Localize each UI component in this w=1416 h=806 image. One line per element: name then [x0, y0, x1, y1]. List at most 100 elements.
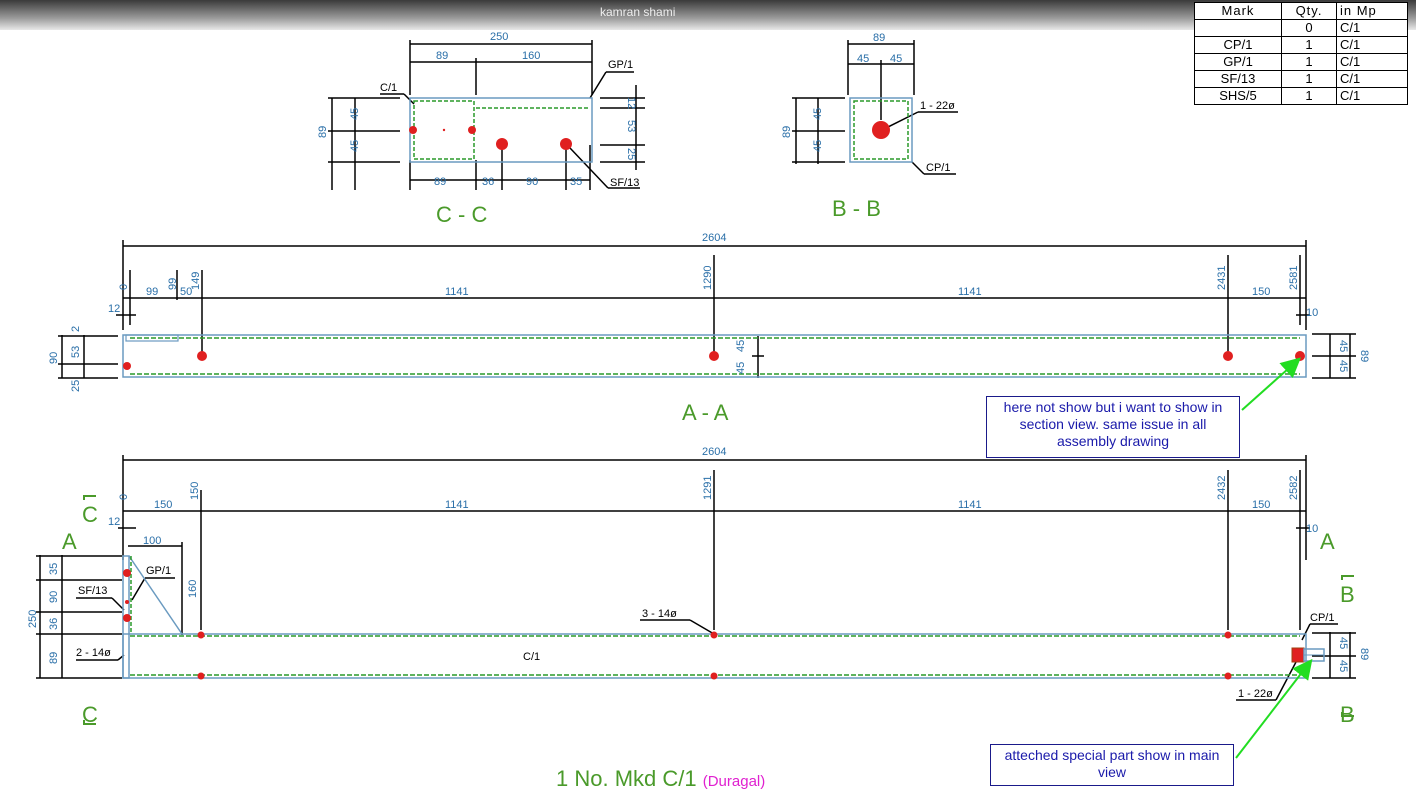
bolt-mark [872, 121, 890, 139]
section-cc [328, 40, 645, 190]
dim-text: 45 [1337, 360, 1349, 372]
dim-text: 90 [48, 591, 60, 603]
dim-text: 53 [625, 120, 637, 132]
dim-text: 150 [189, 482, 201, 500]
part-label: 1 - 22ø [920, 100, 955, 112]
part-label: CP/1 [926, 162, 950, 174]
dim-text: 99 [167, 278, 179, 290]
dim-text: 250 [490, 31, 508, 43]
dim-text: 45 [349, 108, 361, 120]
dim-text: 89 [48, 652, 60, 664]
dim-text: 99 [146, 286, 158, 298]
dim-text: 149 [190, 272, 202, 290]
note-main-view: atteched special part show in main view [990, 744, 1234, 786]
dim-text: 1290 [702, 266, 714, 290]
dim-text: 2432 [1216, 476, 1228, 500]
dim-text: 12 [108, 516, 120, 528]
dim-text: 12 [108, 303, 120, 315]
section-bb [792, 40, 958, 175]
dim-text: 45 [812, 108, 824, 120]
bom-cell: 1 [1281, 87, 1337, 105]
drawing-title: 1 No. Mkd C/1 (Duragal) [556, 766, 765, 792]
section-mark-c-top: C [82, 502, 98, 527]
dim-text: 90 [526, 176, 538, 188]
part-label: 1 - 22ø [1238, 688, 1273, 700]
part-label: GP/1 [146, 565, 171, 577]
section-markers [83, 495, 1354, 725]
dim-text: 12 [625, 97, 637, 109]
section-aa-geometry [122, 334, 1307, 378]
bom-col-mp: in Mp [1336, 2, 1408, 20]
note1-arrow [1241, 357, 1301, 411]
part-label: SF/13 [78, 585, 107, 597]
section-title: A - A [682, 400, 729, 425]
dim-text: 2581 [1288, 266, 1300, 290]
dim-text: 53 [70, 346, 82, 358]
title-bar: kamran shami [0, 0, 1416, 30]
dim-text: 90 [48, 352, 60, 364]
part-label: 2 - 14ø [76, 647, 111, 659]
dim-text: 160 [187, 580, 199, 598]
bom-cell: C/1 [1336, 87, 1408, 105]
dim-text: 2604 [702, 446, 726, 458]
dim-text: 10 [1306, 523, 1318, 535]
part-label: C/1 [523, 651, 540, 663]
bom-header-row: Mark Qty. in Mp [1194, 2, 1408, 20]
dim-text: 25 [70, 380, 82, 392]
section-cc-geometry [409, 97, 593, 163]
dim-text: 100 [143, 535, 161, 547]
dim-text: 1141 [445, 499, 469, 511]
dim-text: 0 [118, 284, 130, 290]
section-mark-a-right: A [1320, 529, 1335, 554]
note-section-view-text: here not show but i want to show in sect… [1003, 399, 1223, 449]
dim-text: 45 [857, 53, 869, 65]
dim-text: 1291 [702, 476, 714, 500]
dim-text: 35 [48, 563, 60, 575]
bom-cell: C/1 [1336, 36, 1408, 54]
dim-text: 0 [118, 494, 130, 500]
bom-cell: SHS/5 [1194, 87, 1282, 105]
dim-text: 2604 [702, 232, 726, 244]
dim-text: 160 [522, 50, 540, 62]
dim-text: 150 [154, 499, 172, 511]
dim-text: 89 [1358, 648, 1370, 660]
dim-text: 10 [1306, 307, 1318, 319]
section-aa-dims [58, 240, 1356, 379]
part-label: GP/1 [608, 59, 633, 71]
dim-text: 45 [735, 362, 747, 374]
dim-text: 89 [317, 126, 329, 138]
note2-arrow [1235, 658, 1313, 759]
dim-text: 45 [1337, 340, 1349, 352]
dim-text: 89 [434, 176, 446, 188]
section-mark-b-bottom: B [1340, 702, 1355, 727]
dim-text: 36 [482, 176, 494, 188]
note-main-view-text: atteched special part show in main view [1004, 747, 1220, 780]
dim-text: 150 [1252, 499, 1270, 511]
dim-text: 2582 [1288, 476, 1300, 500]
dim-text: 250 [27, 610, 39, 628]
drawing-title-main: 1 No. Mkd C/1 [556, 766, 697, 791]
section-bb-hidden [853, 100, 909, 160]
part-label: C/1 [380, 82, 397, 94]
dim-text: 50 [180, 286, 192, 298]
dim-text: 89 [1358, 350, 1370, 362]
dim-text: 89 [436, 50, 448, 62]
part-label: SF/13 [610, 177, 639, 189]
dim-text: 2 [70, 326, 82, 332]
dim-text: 45 [1337, 660, 1349, 672]
dim-text: 45 [735, 340, 747, 352]
section-mark-b-top: B [1340, 582, 1355, 607]
dim-text: 89 [781, 126, 793, 138]
dim-text: 1141 [958, 499, 982, 511]
dim-text: 35 [570, 176, 582, 188]
section-title: C - C [436, 202, 487, 227]
note-section-view: here not show but i want to show in sect… [986, 396, 1240, 458]
dim-text: 89 [873, 32, 885, 44]
dim-text: 45 [349, 140, 361, 152]
dim-text: 25 [625, 148, 637, 160]
